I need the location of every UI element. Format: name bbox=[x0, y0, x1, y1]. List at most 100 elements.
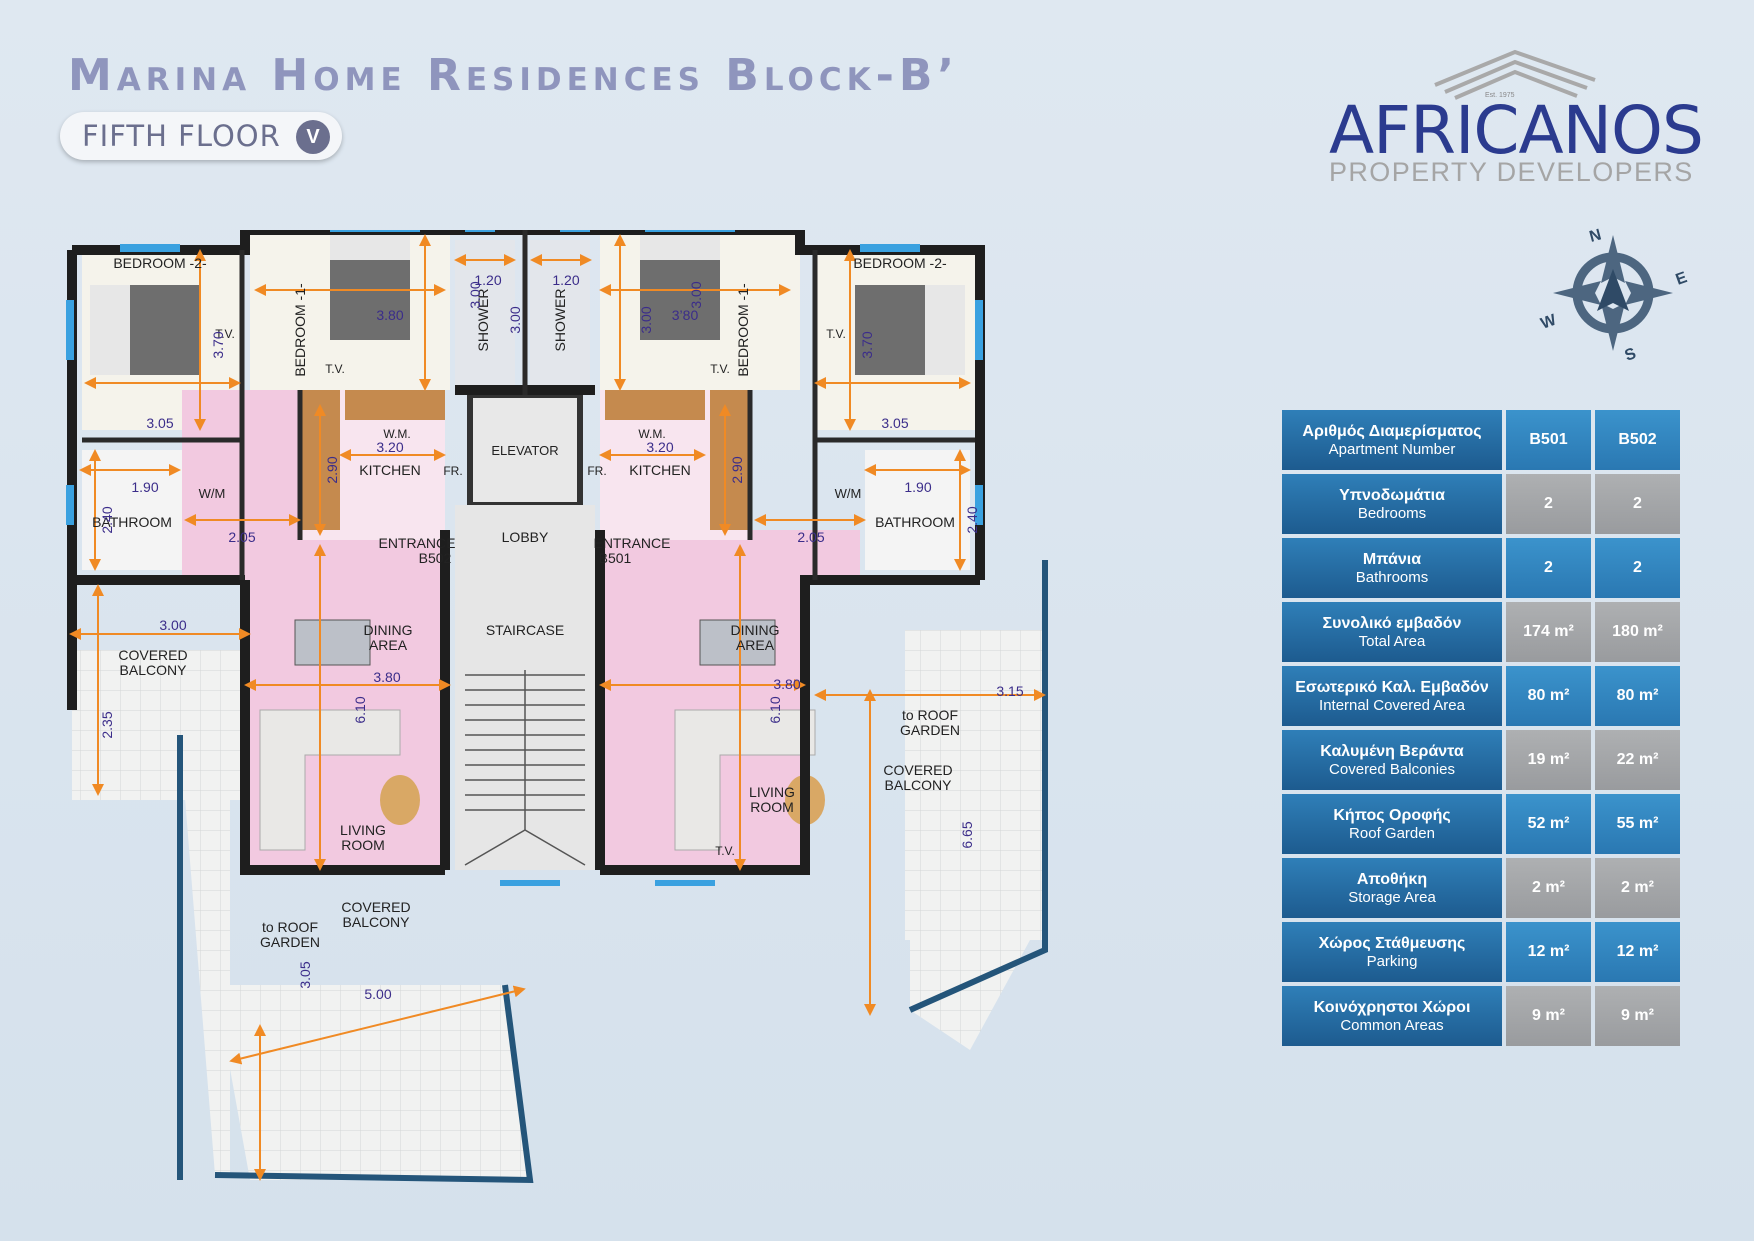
label-wm-right: W/M bbox=[835, 486, 862, 501]
dim-305-right: 3.05 bbox=[881, 415, 908, 431]
row-label-greek: Αριθμός Διαμερίσματος bbox=[1302, 422, 1482, 440]
row-label-greek: Καλυμένη Βεράντα bbox=[1320, 742, 1464, 760]
cell-b502: 22 m² bbox=[1595, 730, 1680, 790]
row-label-english: Internal Covered Area bbox=[1319, 696, 1465, 714]
label-wm-kitchen-right: W.M. bbox=[638, 427, 665, 441]
label-elevator: ELEVATOR bbox=[491, 443, 558, 458]
dim-305-bottom: 3.05 bbox=[297, 961, 313, 988]
dim-235-covered-balcony: 2.35 bbox=[99, 711, 115, 738]
label-covered-balcony-bottom-2: BALCONY bbox=[343, 914, 411, 930]
cell-b502: 80 m² bbox=[1595, 666, 1680, 726]
dim-380-living-left: 3.80 bbox=[373, 669, 400, 685]
dim-205-left: 2.05 bbox=[228, 529, 255, 545]
row-label-english: Total Area bbox=[1358, 632, 1426, 650]
label-covered-balcony-left-1: COVERED bbox=[118, 647, 187, 663]
dim-240-right: 2.40 bbox=[964, 506, 980, 533]
cell-b501: 80 m² bbox=[1506, 666, 1591, 726]
label-covered-balcony-bottom-1: COVERED bbox=[341, 899, 410, 915]
dim-370-right: 3.70 bbox=[859, 331, 875, 358]
compass-w: W bbox=[1539, 311, 1560, 332]
row-label-greek: Υπνοδωμάτια bbox=[1339, 486, 1445, 504]
elevator bbox=[467, 392, 583, 508]
row-label-english: Storage Area bbox=[1348, 888, 1436, 906]
label-shower-right: SHOWER bbox=[552, 289, 568, 352]
cell-b501: B501 bbox=[1506, 410, 1591, 470]
row-label-greek: Χώρος Στάθμευσης bbox=[1318, 934, 1466, 952]
label-dining-left-1: DINING bbox=[364, 622, 413, 638]
label-living-right-2: ROOM bbox=[750, 799, 794, 815]
label-bedroom-1-left: BEDROOM -1- bbox=[292, 283, 308, 377]
label-tv-bed2-right: T.V. bbox=[826, 327, 846, 341]
cell-b501: 52 m² bbox=[1506, 794, 1591, 854]
floor-label: FIFTH FLOOR bbox=[82, 119, 281, 153]
logo-est: Est. 1975 bbox=[1485, 92, 1515, 99]
cell-b501: 19 m² bbox=[1506, 730, 1591, 790]
compass-s: S bbox=[1623, 345, 1639, 365]
label-roof-left-1: to ROOF bbox=[262, 919, 318, 935]
label-bedroom-2-right: BEDROOM -2- bbox=[853, 255, 947, 271]
dim-500-bottom: 5.00 bbox=[364, 986, 391, 1002]
dim-240-left: 2.40 bbox=[99, 506, 115, 533]
row-label-greek: Μπάνια bbox=[1362, 550, 1422, 568]
label-wm-kitchen-left: W.M. bbox=[383, 427, 410, 441]
lobby bbox=[455, 505, 595, 595]
row-label-english: Roof Garden bbox=[1349, 824, 1435, 842]
label-covered-balcony-left-2: BALCONY bbox=[120, 662, 188, 678]
row-label-english: Covered Balconies bbox=[1329, 760, 1455, 778]
row-label-greek: Κοινόχρηστοι Χώροι bbox=[1313, 998, 1471, 1016]
roof-terrace-right bbox=[910, 790, 1045, 1050]
logo-subtitle: PROPERTY DEVELOPERS bbox=[1329, 157, 1694, 187]
cell-b502: 9 m² bbox=[1595, 986, 1680, 1046]
dim-300-bed1-right: 3.00 bbox=[688, 281, 704, 308]
label-covered-balcony-right-2: BALCONY bbox=[885, 777, 953, 793]
cell-b501: 12 m² bbox=[1506, 922, 1591, 982]
dim-290-right: 2.90 bbox=[729, 456, 745, 483]
dim-380-bed1-left: 3.80 bbox=[376, 307, 403, 323]
floor-plan: BEDROOM -2- BEDROOM -1- SHOWER SHOWER BE… bbox=[66, 230, 1048, 1184]
label-roof-right-2: GARDEN bbox=[900, 722, 960, 738]
row-label-greek: Αποθήκη bbox=[1356, 870, 1428, 888]
dim-300-bed1-left: 3.00 bbox=[467, 281, 483, 308]
cell-b502: 180 m² bbox=[1595, 602, 1680, 662]
page-title: Marina Home Residences Block-B’ bbox=[68, 50, 960, 101]
label-roof-right-1: to ROOF bbox=[902, 707, 958, 723]
dim-120-left: 1.20 bbox=[474, 272, 501, 288]
dim-320-right: 3.20 bbox=[646, 439, 673, 455]
dim-290-left: 2.90 bbox=[324, 456, 340, 483]
dim-300-shower-right: 3.00 bbox=[638, 306, 654, 333]
label-bedroom-1-right: BEDROOM -1- bbox=[735, 283, 751, 377]
label-kitchen-right: KITCHEN bbox=[629, 462, 690, 478]
floor-badge: V bbox=[296, 120, 330, 154]
roof-logo-icon bbox=[1434, 49, 1596, 100]
label-entrance-b502-1: ENTRANCE bbox=[378, 535, 455, 551]
compass-icon: N E S W bbox=[1539, 226, 1690, 365]
label-bedroom-2-left: BEDROOM -2- bbox=[113, 255, 207, 271]
compass-e: E bbox=[1674, 269, 1690, 289]
label-bathroom-left: BATHROOM bbox=[92, 514, 172, 530]
compass-n: N bbox=[1588, 226, 1604, 245]
row-label-english: Bedrooms bbox=[1357, 504, 1427, 522]
dim-370-left: 3.70 bbox=[210, 331, 226, 358]
row-label-english: Parking bbox=[1366, 952, 1418, 970]
row-label-greek: Συνολικό εμβαδόν bbox=[1322, 614, 1462, 632]
africanos-logo: Est. 1975 AFRICANOS PROPERTY DEVELOPERS bbox=[1325, 40, 1704, 190]
label-roof-left-2: GARDEN bbox=[260, 934, 320, 950]
row-label-greek: Εσωτερικό Καλ. Εμβαδόν bbox=[1295, 678, 1489, 696]
dim-205-right: 2.05 bbox=[797, 529, 824, 545]
label-entrance-b502-2: B502 bbox=[419, 550, 452, 566]
